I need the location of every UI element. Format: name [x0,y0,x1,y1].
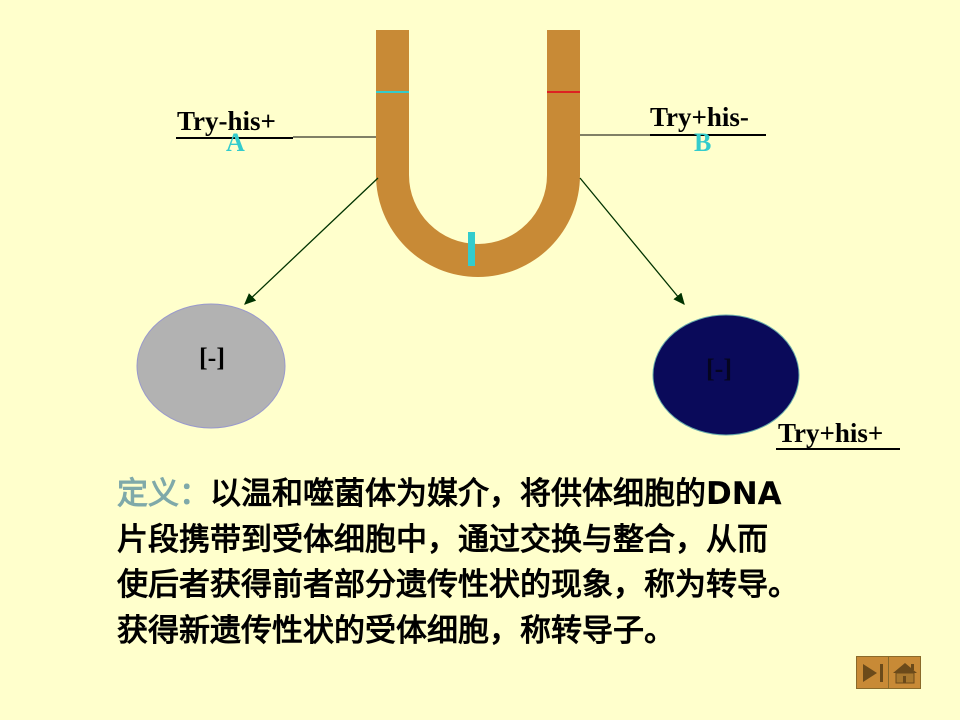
home-icon [892,662,917,683]
filter-bar [468,232,475,266]
definition-line: 以温和噬菌体为媒介，将供体细胞的DNA [210,476,782,512]
definition-line: 片段携带到受体细胞中，通过交换与整合，从而 [117,521,768,558]
definition-line: 获得新遗传性状的受体细胞，称转导子。 [117,612,675,649]
left-cell-label: [-] [199,343,225,372]
result-strain-label: Try+his+ [778,418,884,448]
left-strain-label: Try-his+ [177,106,276,136]
right-strain-label: Try+his- [650,102,749,132]
home-button[interactable] [889,657,920,688]
u-tube [376,30,580,277]
definition-line: 使后者获得前者部分遗传性状的现象，称为转导。 [117,567,799,603]
right-arrow [579,177,685,306]
next-slide-button[interactable] [857,657,889,688]
right-cell-label: [-] [706,354,732,383]
play-end-icon [862,663,883,682]
right-letter-label: B [694,128,712,157]
definition-head: 定义： [117,476,210,512]
left-cell [136,303,286,429]
definition-text: 定义：以温和噬菌体为媒介，将供体细胞的DNA 片段携带到受体细胞中，通过交换与整… [117,472,937,654]
slide-nav [856,656,921,689]
left-letter-label: A [226,128,245,157]
left-arrow [244,177,379,305]
right-cell [652,314,800,436]
